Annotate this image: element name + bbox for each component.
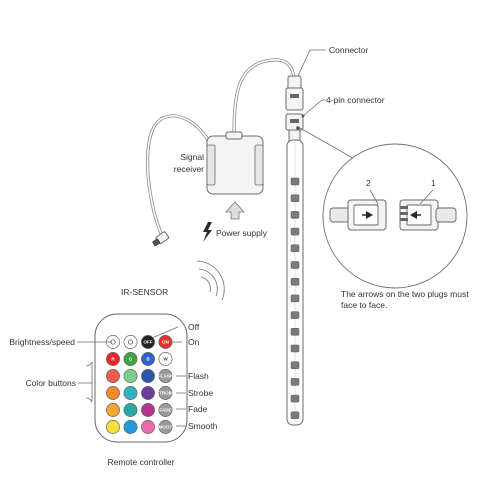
remote-button[interactable]: [123, 386, 138, 400]
led-chip: [290, 194, 300, 202]
remote-button-text: R: [111, 357, 115, 362]
led-chip: [290, 328, 300, 336]
remote-button-text: FLASH: [158, 374, 174, 379]
remote-button-g[interactable]: G: [123, 352, 138, 366]
four-pin-leader: [302, 99, 326, 117]
plug-note-line1: The arrows on the two plugs must: [341, 289, 469, 299]
off-label: Off: [188, 322, 200, 332]
power-supply-label: Power supply: [216, 228, 268, 238]
fade-label: Fade: [188, 404, 208, 414]
led-chip: [290, 378, 300, 386]
remote-button[interactable]: [106, 420, 120, 434]
remote-button-text: STROBE: [156, 391, 175, 396]
remote-button-text: W: [163, 357, 168, 362]
ir-sensor-cable: [145, 114, 214, 240]
lightning-bolt-icon: [203, 222, 212, 242]
remote-button-fade[interactable]: FADE: [158, 403, 173, 417]
led-chip: [290, 277, 300, 286]
brightness-speed-label: Brightness/speed: [9, 337, 75, 347]
remote-button-r[interactable]: R: [106, 352, 120, 366]
off-leader: [151, 326, 179, 339]
connector-label: Connector: [329, 45, 368, 55]
plug-note-line2: face to face.: [341, 300, 387, 310]
color-buttons-bracket: [85, 361, 93, 403]
flash-label: Flash: [188, 371, 209, 381]
remote-button[interactable]: [123, 369, 138, 383]
connector-leader: [297, 49, 326, 77]
four-pin-connector-label: 4-pin connector: [326, 95, 385, 105]
smooth-label: Smooth: [188, 421, 218, 431]
remote-button[interactable]: [141, 369, 155, 383]
remote-button-text: FADE: [159, 408, 171, 413]
led-chip: [290, 361, 300, 369]
ir-signal-waves: [196, 260, 225, 301]
remote-button[interactable]: [123, 420, 138, 434]
receiver-to-connector-cable: [232, 58, 296, 140]
remote-controller-label: Remote controller: [107, 457, 174, 467]
led-chip: [290, 211, 300, 219]
led-chip: [290, 261, 300, 269]
remote-button-text: OFF: [143, 340, 152, 345]
arrow-left-icon: [410, 211, 417, 219]
connector: [285, 75, 304, 111]
remote-button-text: SMOOTH: [155, 425, 176, 430]
arrow-right-icon: [366, 211, 373, 219]
remote-button-w[interactable]: W: [158, 352, 173, 366]
ir-sensor-label: IR-SENSOR: [121, 287, 168, 297]
on-label: On: [188, 337, 200, 347]
remote-button-brightness-up[interactable]: [123, 335, 138, 349]
ir-sensor-cable-core: [146, 115, 213, 239]
remote-button-text: ON: [162, 340, 170, 345]
plug-detail-dot: [296, 126, 300, 130]
remote-button[interactable]: [141, 386, 155, 400]
remote-controller: OFF ON R G B W FLASH STROBE FADE SMOOTH: [94, 313, 188, 443]
remote-button-text: B: [146, 357, 150, 362]
plug-detail-circle: [322, 143, 468, 289]
remote-button[interactable]: [141, 420, 155, 434]
led-chip: [290, 227, 300, 236]
remote-button[interactable]: [106, 403, 120, 417]
remote-button[interactable]: [123, 403, 138, 417]
plug-number-2: 2: [366, 178, 371, 188]
led-chip: [290, 294, 300, 303]
ir-sensor: [152, 231, 170, 247]
remote-button-grid: OFF ON R G B W FLASH STROBE FADE SMOOTH: [106, 335, 176, 434]
remote-button-smooth[interactable]: SMOOTH: [155, 420, 176, 434]
remote-button[interactable]: [141, 403, 155, 417]
led-strip: [286, 139, 304, 426]
signal-receiver-label-line1: Signal: [180, 152, 204, 162]
led-chip: [290, 394, 300, 403]
remote-button-text: G: [129, 357, 133, 362]
color-buttons-label: Color buttons: [25, 378, 76, 388]
led-chip: [290, 411, 300, 420]
plug-number-1: 1: [431, 178, 436, 188]
power-supply-arrow: [225, 201, 245, 220]
signal-receiver: [206, 131, 264, 195]
led-chip: [290, 311, 300, 319]
strobe-label: Strobe: [188, 388, 213, 398]
brightness-up-icon: [127, 339, 134, 345]
remote-button-b[interactable]: B: [141, 352, 155, 366]
remote-button-flash[interactable]: FLASH: [158, 369, 174, 383]
led-chip: [290, 244, 300, 253]
remote-button-off[interactable]: OFF: [141, 335, 155, 349]
remote-button[interactable]: [106, 369, 120, 383]
led-chip: [290, 177, 300, 186]
led-chips: [290, 177, 300, 420]
remote-button[interactable]: [106, 386, 120, 400]
receiver-to-connector-cable-core: [233, 59, 295, 139]
signal-receiver-label-line2: receiver: [174, 164, 204, 174]
four-pin-dot: [301, 114, 305, 118]
remote-button-strobe[interactable]: STROBE: [156, 386, 175, 400]
led-chip: [290, 344, 300, 353]
four-pin-connector: [285, 113, 304, 143]
